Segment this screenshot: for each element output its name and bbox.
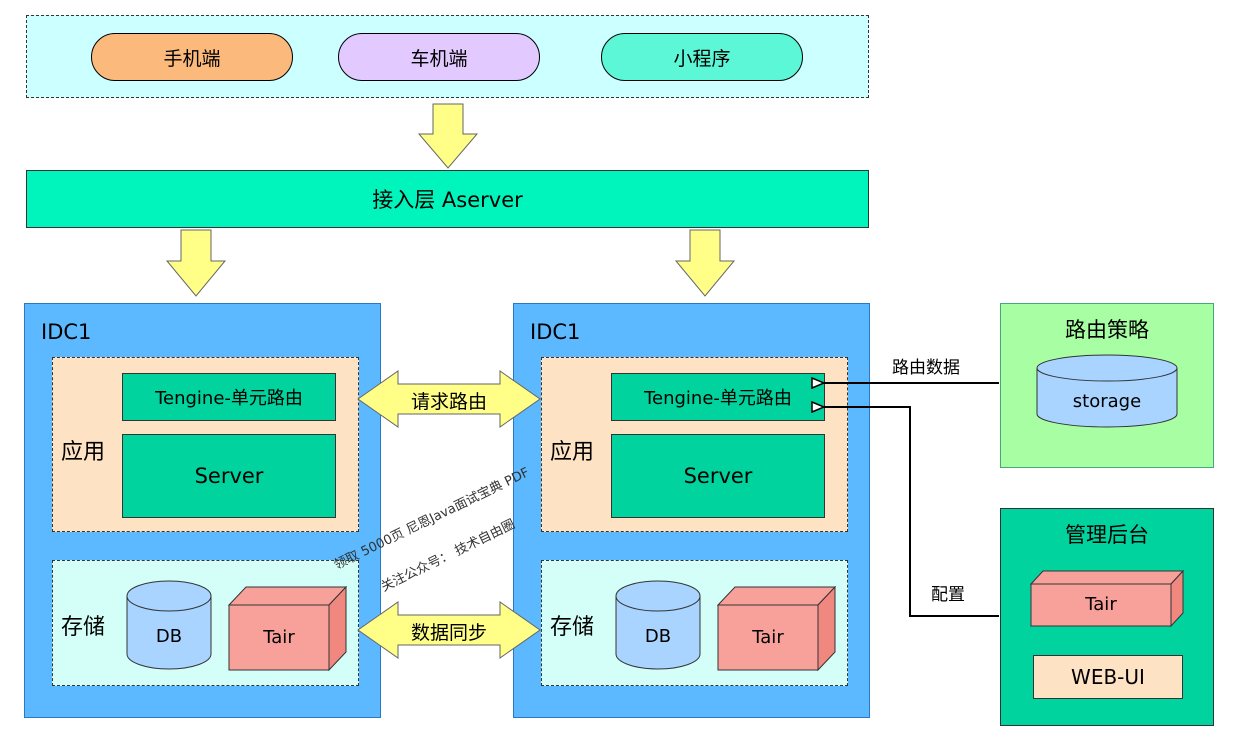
data-sync-label: 数据同步 (410, 622, 487, 644)
idc-right-db-label: DB (644, 626, 672, 647)
connector-config (824, 407, 999, 617)
arrow-down-left (165, 229, 227, 297)
management-tair-label: Tair (1085, 594, 1117, 615)
idc-right-tair-cube (716, 585, 837, 672)
arrow-request-route (357, 370, 541, 428)
idc-left-db-cylinder (126, 580, 212, 670)
arrow-data-sync (357, 601, 541, 659)
idc-left-app-label: 应用 (61, 440, 106, 465)
idc-right-server: Server (611, 434, 825, 518)
idc-right-db-cylinder (615, 580, 701, 670)
management-tair-cube (1029, 569, 1185, 628)
request-route-label: 请求路由 (410, 391, 487, 413)
idc-right-tair-label: Tair (752, 627, 784, 648)
idc-left-tair-label: Tair (263, 627, 295, 648)
routing-policy-title: 路由策略 (1065, 318, 1149, 342)
client-mobile: 手机端 (91, 33, 293, 81)
idc-left-title: IDC1 (41, 320, 92, 344)
client-car: 车机端 (338, 33, 540, 81)
idc-left-app-zone: 应用 Tengine-单元路由 Server (52, 357, 359, 532)
arrow-down-right (674, 229, 736, 297)
route-data-label: 路由数据 (890, 353, 962, 378)
access-layer: 接入层 Aserver (26, 170, 869, 228)
idc-right-storage-label: 存储 (550, 615, 595, 640)
routing-storage-label: storage (1072, 391, 1142, 412)
idc-left-storage-label: 存储 (61, 615, 106, 640)
idc-right-app-zone: 应用 Tengine-单元路由 Server (541, 357, 848, 532)
client-miniprogram: 小程序 (601, 33, 803, 81)
idc-left-db-label: DB (155, 626, 183, 647)
idc-left-tengine: Tengine-单元路由 (122, 373, 336, 421)
arrow-down-clients (417, 103, 479, 169)
management-webui: WEB-UI (1033, 655, 1183, 699)
idc-right-app-label: 应用 (550, 440, 595, 465)
idc-left-tair-cube (227, 585, 348, 672)
config-label: 配置 (929, 580, 967, 605)
management-title: 管理后台 (1065, 523, 1149, 547)
idc-right-tengine: Tengine-单元路由 (611, 373, 825, 421)
idc-left-server: Server (122, 434, 336, 518)
idc-right-title: IDC1 (530, 320, 581, 344)
routing-storage-cylinder (1036, 354, 1178, 428)
